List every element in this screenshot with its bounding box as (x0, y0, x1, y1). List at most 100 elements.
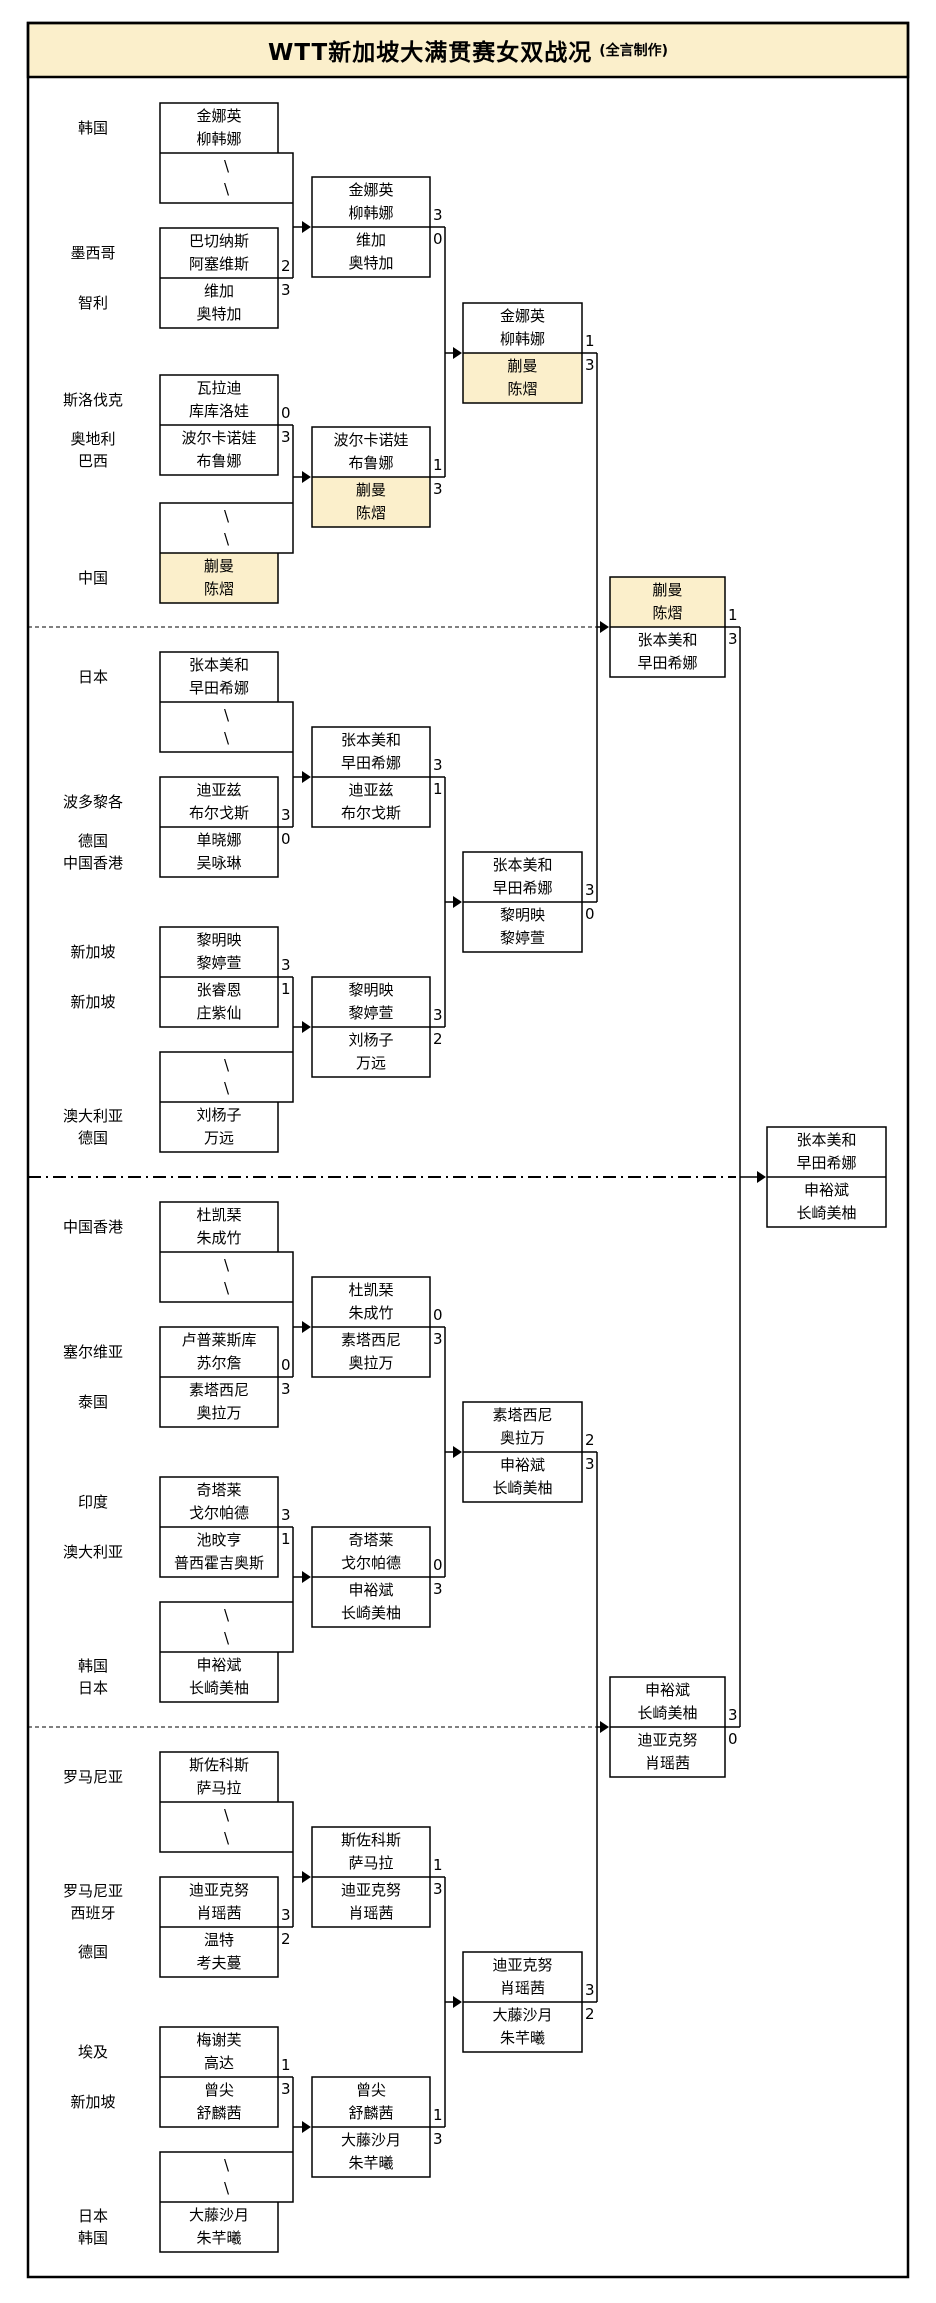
score: 3 (281, 2080, 291, 2098)
team-cell: 迪亚兹 布尔戈斯 (340, 781, 401, 822)
score: 3 (433, 1330, 443, 1348)
score: 2 (281, 257, 291, 275)
score: 0 (433, 1556, 443, 1574)
team-cell: 蒯曼 陈熠 (652, 581, 683, 622)
team-cell: 迪亚兹 布尔戈斯 (188, 781, 249, 822)
score: 1 (281, 2056, 291, 2074)
team-cell: 迪亚克努 肖瑶茜 (340, 1881, 401, 1922)
team-cell: 张本美和 早田希娜 (796, 1131, 857, 1172)
country-label: 澳大利亚 (62, 1543, 123, 1561)
team-cell: 张本美和 早田希娜 (188, 656, 249, 697)
country-label: 斯洛伐克 (62, 391, 123, 409)
team-cell: 素塔西尼 奥拉万 (188, 1381, 249, 1422)
team-cell: 金娜英 柳韩娜 (348, 181, 394, 222)
team-cell: 申裕斌 长崎美柚 (340, 1581, 401, 1622)
team-cell: 池旼亨 普西霍吉奥斯 (173, 1531, 264, 1572)
team-cell: 蒯曼 陈熠 (355, 481, 386, 522)
team-cell: 大藤沙月 朱芊曦 (492, 2006, 553, 2047)
bye-cell: \ \ (223, 1606, 230, 1647)
team-cell: 黎明映 黎婷萱 (499, 906, 545, 947)
score: 1 (433, 780, 443, 798)
team-cell: 大藤沙月 朱芊曦 (188, 2206, 249, 2247)
highlight-cell (463, 353, 582, 403)
team-cell: 曾尖 舒麟茜 (196, 2081, 242, 2122)
team-cell: 大藤沙月 朱芊曦 (340, 2131, 401, 2172)
country-label: 新加坡 (70, 2093, 116, 2111)
score: 2 (281, 1930, 291, 1948)
country-label: 罗马尼亚 (62, 1768, 123, 1786)
bye-cell: \ \ (223, 706, 230, 747)
bye-cell: \ \ (223, 507, 230, 548)
score: 3 (281, 956, 291, 974)
score: 2 (433, 1030, 443, 1048)
country-label: 德国 中国香港 (62, 832, 123, 872)
country-label: 新加坡 (70, 943, 116, 961)
country-label: 智利 (77, 294, 108, 312)
score: 3 (585, 1981, 595, 1999)
country-label: 印度 (77, 1493, 108, 1511)
team-cell: 张本美和 早田希娜 (340, 731, 401, 772)
country-label: 德国 (77, 1943, 108, 1961)
score: 0 (728, 1730, 738, 1748)
team-cell: 黎明映 黎婷萱 (348, 981, 394, 1022)
team-cell: 迪亚克努 肖瑶茜 (188, 1881, 249, 1922)
team-cell: 斯佐科斯 萨马拉 (340, 1831, 401, 1872)
team-cell: 张睿恩 庄紫仙 (196, 981, 242, 1022)
team-cell: 瓦拉迪 库库洛娃 (188, 379, 249, 420)
team-cell: 杜凯琹 朱成竹 (348, 1281, 394, 1322)
bye-cell: \ \ (223, 2156, 230, 2197)
team-cell: 单晓娜 吴咏琳 (196, 831, 242, 872)
score: 0 (281, 1356, 291, 1374)
team-cell: 金娜英 柳韩娜 (196, 107, 242, 148)
team-cell: 波尔卡诺娃 布鲁娜 (333, 431, 409, 472)
country-label: 澳大利亚 德国 (62, 1107, 123, 1147)
country-label: 塞尔维亚 (62, 1343, 123, 1361)
score: 0 (585, 905, 595, 923)
country-label: 埃及 (77, 2043, 108, 2061)
score: 3 (281, 281, 291, 299)
score: 3 (728, 630, 738, 648)
score: 3 (433, 206, 443, 224)
bye-cell: \ \ (223, 157, 230, 198)
score: 3 (281, 428, 291, 446)
team-cell: 张本美和 早田希娜 (637, 631, 698, 672)
score: 3 (585, 881, 595, 899)
score: 0 (433, 230, 443, 248)
team-cell: 迪亚克努 肖瑶茜 (637, 1731, 698, 1772)
score: 3 (433, 1580, 443, 1598)
bye-cell: \ \ (223, 1256, 230, 1297)
score: 1 (433, 456, 443, 474)
score: 3 (433, 480, 443, 498)
team-cell: 斯佐科斯 萨马拉 (188, 1756, 249, 1797)
team-cell: 温特 考夫蔓 (196, 1931, 242, 1972)
country-label: 日本 (77, 668, 108, 686)
score: 3 (728, 1706, 738, 1724)
score: 3 (433, 756, 443, 774)
team-cell: 波尔卡诺娃 布鲁娜 (181, 429, 257, 470)
team-cell: 黎明映 黎婷萱 (196, 931, 242, 972)
country-label: 泰国 (77, 1393, 108, 1411)
country-label: 韩国 日本 (77, 1657, 108, 1697)
score: 2 (585, 2005, 595, 2023)
outer-frame (26, 21, 910, 2279)
score: 3 (281, 1380, 291, 1398)
highlight-cell (610, 577, 725, 627)
country-label: 新加坡 (70, 993, 116, 1011)
bye-cell: \ \ (223, 1806, 230, 1847)
score: 3 (585, 1455, 595, 1473)
score: 1 (728, 606, 738, 624)
team-cell: 卢普莱斯库 苏尔詹 (181, 1331, 257, 1372)
highlight-cell (312, 477, 430, 527)
score: 1 (585, 332, 595, 350)
team-cell: 金娜英 柳韩娜 (499, 307, 545, 348)
score: 3 (433, 2130, 443, 2148)
team-cell: 维加 奥特加 (196, 282, 242, 323)
page-title: WTT新加坡大满贯赛女双战况 (267, 40, 593, 66)
score: 0 (281, 830, 291, 848)
score: 3 (281, 1506, 291, 1524)
team-cell: 曾尖 舒麟茜 (348, 2081, 394, 2122)
team-cell: 巴切纳斯 阿塞维斯 (188, 232, 249, 273)
team-cell: 杜凯琹 朱成竹 (196, 1206, 242, 1247)
